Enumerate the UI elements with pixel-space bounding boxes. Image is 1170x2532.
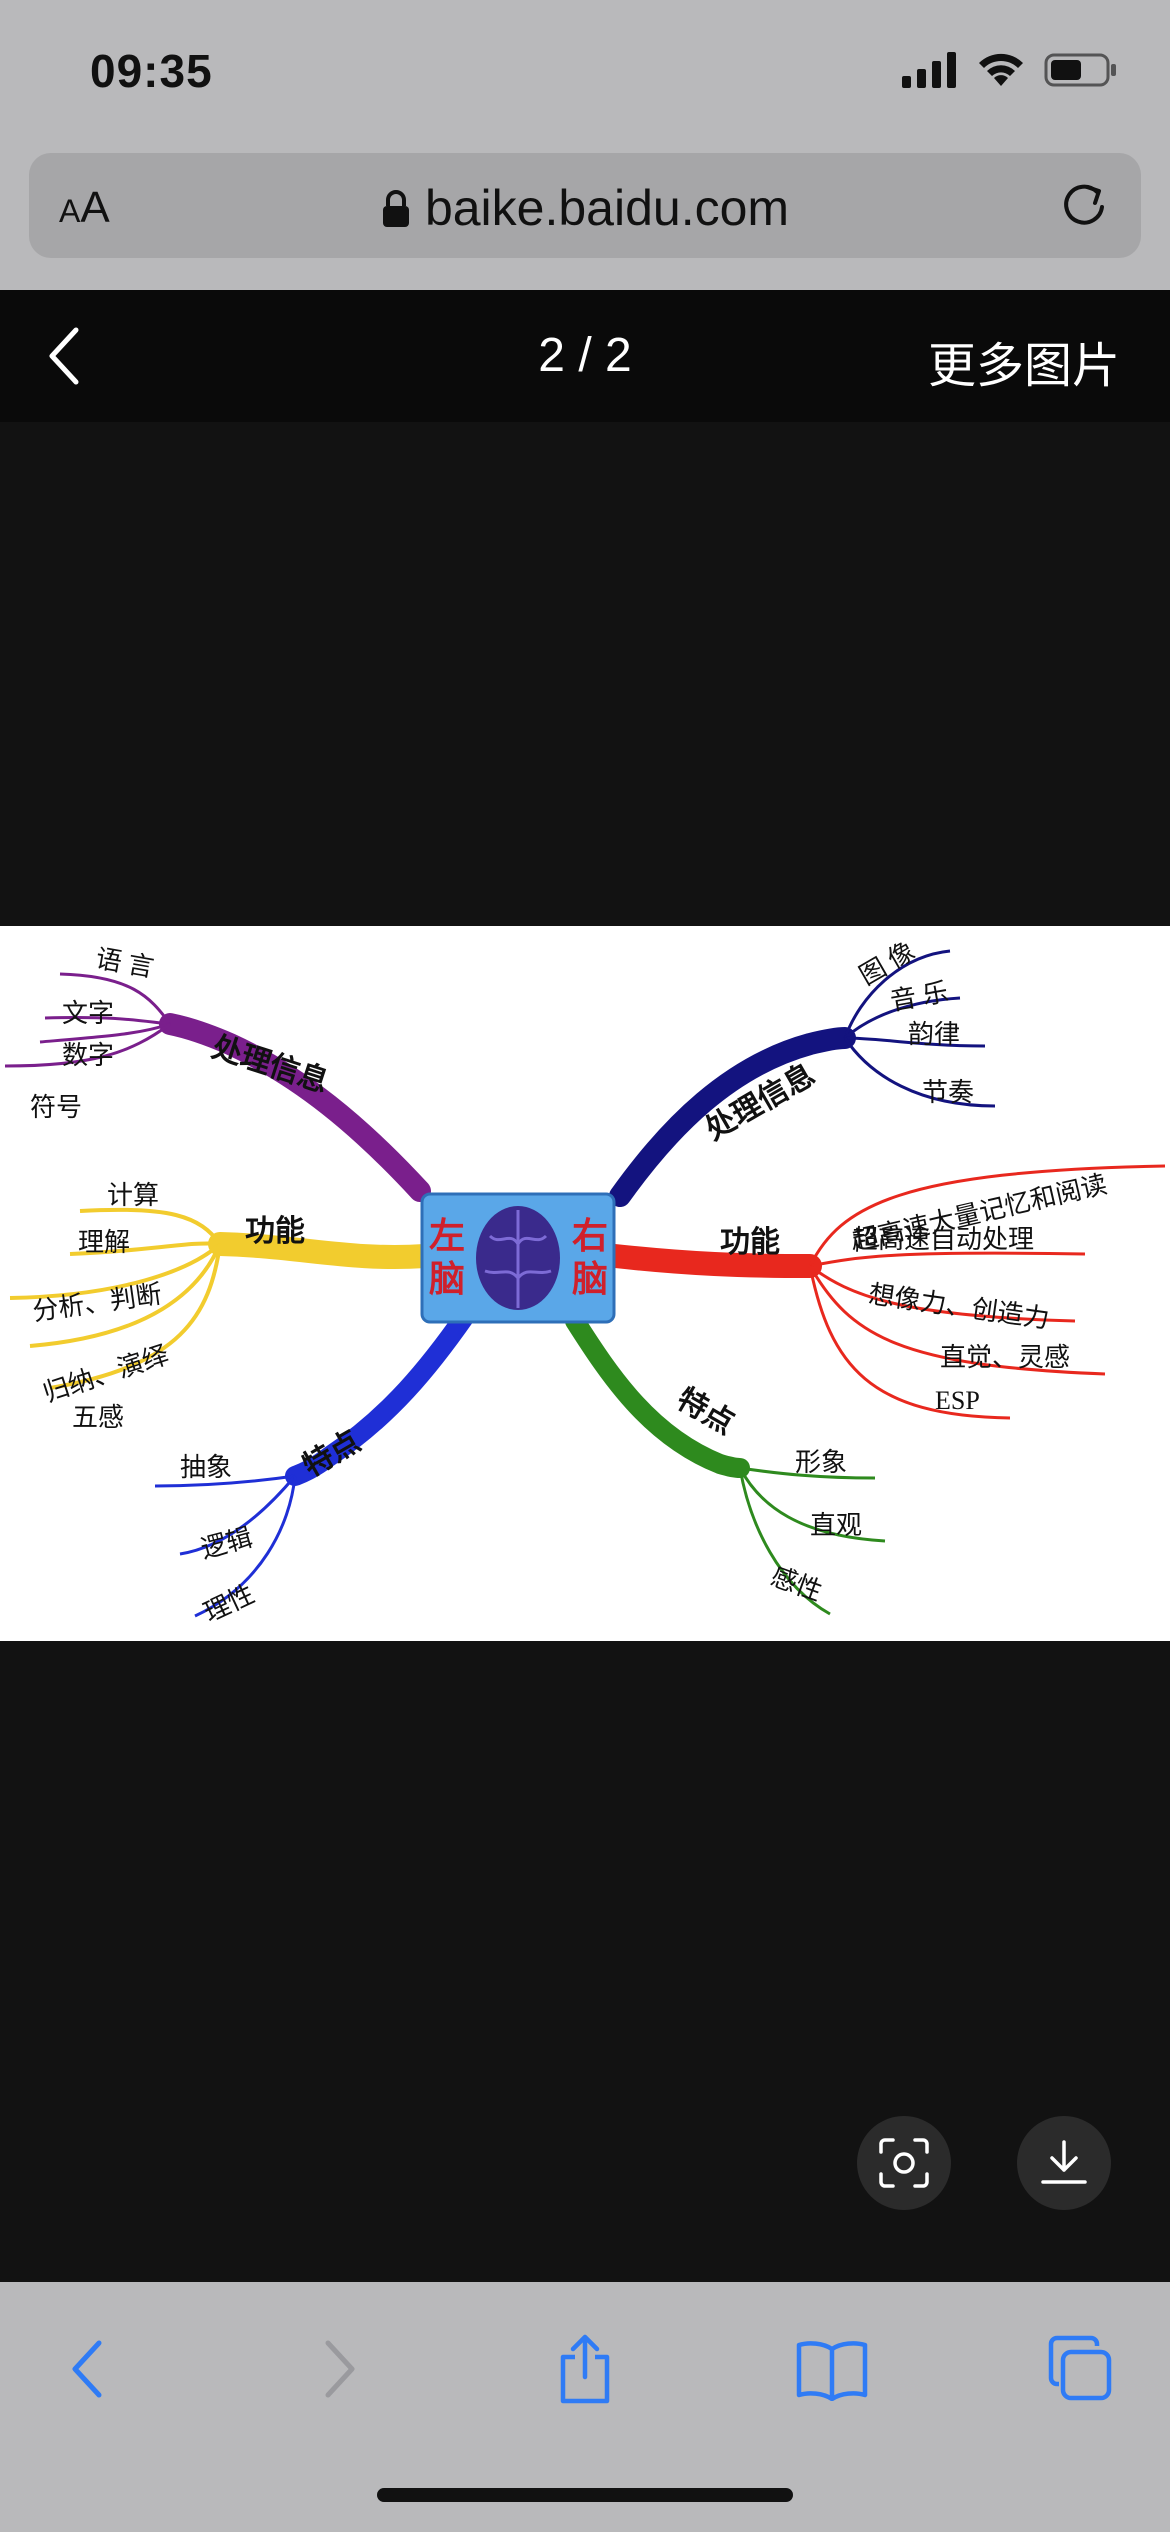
branch-left-processing [159,1013,431,1202]
left-traits-item: 抽象 [180,1453,232,1482]
back-button[interactable] [42,2324,132,2414]
center-left-top: 左 [429,1216,465,1256]
left-traits-item: 理性 [199,1579,258,1627]
right-traits-item: 感性 [767,1562,826,1607]
left-processing-item: 符号 [30,1093,82,1122]
forward-button[interactable] [295,2324,385,2414]
mindmap-svg: 左 脑 右 脑 处理信息 功能 特点 处理信息 功能 特点 语 言 文字 数字 … [4,936,1166,1628]
address-bar[interactable]: AA baike.baidu.com [29,153,1141,258]
right-function-item: 超高速自动处理 [852,1225,1034,1254]
center-left-bottom: 脑 [429,1259,465,1299]
reload-icon[interactable] [1057,177,1111,231]
right-processing-twigs [843,949,996,1108]
left-function-twigs [9,1207,222,1390]
scan-button[interactable] [857,2116,951,2210]
right-function-label: 功能 [720,1226,780,1259]
status-icons [902,52,1118,88]
share-button[interactable] [540,2324,630,2414]
right-processing-item: 图 像 [854,936,919,990]
image-counter: 2 / 2 [538,329,632,382]
lock-icon [382,190,409,227]
branch-left-function [208,1232,437,1270]
left-traits-twigs [154,1474,297,1618]
battery-icon [1044,53,1116,87]
wifi-icon [979,53,1023,86]
tabs-button[interactable] [1035,2324,1125,2414]
bookmarks-button[interactable] [787,2324,877,2414]
book-icon [796,2341,868,2401]
chevron-right-icon [325,2340,355,2398]
download-button[interactable] [1017,2116,1111,2210]
scan-icon [879,2138,929,2188]
left-processing-label: 处理信息 [207,1029,333,1099]
mindmap-image[interactable]: 左 脑 右 脑 处理信息 功能 特点 处理信息 功能 特点 语 言 文字 数字 … [0,926,1170,1641]
url-text: baike.baidu.com [424,180,790,236]
status-bar: 09:35 [0,0,1170,150]
chevron-left-icon[interactable] [44,324,84,388]
status-time: 09:35 [90,45,213,97]
left-function-label: 功能 [245,1215,305,1248]
url-display[interactable]: baike.baidu.com [29,179,1141,237]
text-size-button[interactable]: AA [59,183,110,232]
left-function-item: 计算 [107,1181,159,1210]
right-processing-item: 节奏 [922,1078,974,1107]
center-right-top: 右 [572,1216,608,1256]
right-traits-twigs [738,1466,886,1616]
left-function-item: 归纳、演绎 [39,1340,172,1408]
right-traits-item: 直观 [810,1511,862,1540]
left-function-item: 理解 [78,1228,130,1257]
tabs-icon [1048,2335,1112,2401]
download-icon [1041,2140,1087,2184]
more-images-button[interactable]: 更多图片 [927,340,1120,393]
right-processing-item: 韵律 [908,1020,960,1049]
branch-right-traits [565,1311,750,1478]
left-processing-item: 语 言 [93,944,156,983]
right-function-item: ESP [935,1386,980,1415]
left-function-item: 五感 [72,1403,124,1432]
signal-icon [902,52,956,88]
center-right-bottom: 脑 [572,1259,608,1299]
left-traits-item: 逻辑 [198,1523,256,1564]
chevron-left-icon [72,2340,102,2398]
branch-right-processing [609,1027,856,1207]
image-viewer-header: 2 / 2 更多图片 [0,290,1170,422]
right-function-item: 想像力、创造力 [867,1280,1051,1334]
left-processing-twigs [4,972,172,1068]
right-traits-item: 形象 [795,1448,847,1477]
share-icon [560,2334,610,2404]
left-processing-item: 数字 [62,1041,114,1070]
right-processing-item: 音 乐 [888,977,951,1016]
branch-right-function [603,1244,822,1278]
left-processing-item: 文字 [62,999,114,1028]
right-function-twigs [808,1164,1166,1420]
branch-left-traits [285,1306,475,1486]
right-function-item: 直觉、灵感 [940,1343,1070,1372]
home-indicator [377,2488,793,2502]
